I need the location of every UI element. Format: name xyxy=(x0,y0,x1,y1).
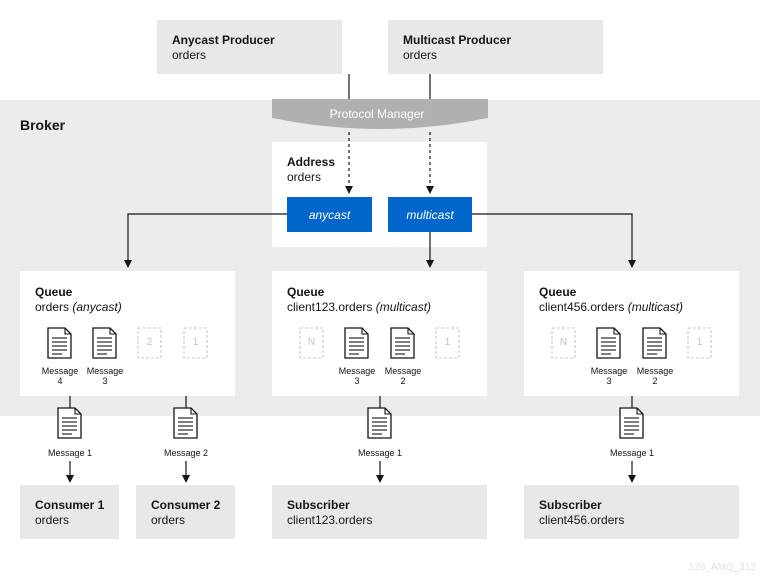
message-document-icon xyxy=(596,327,621,359)
producer-address: orders xyxy=(403,48,438,62)
delivered-message-icon xyxy=(367,407,392,439)
placeholder-number: 2 xyxy=(146,337,153,348)
producer-title: Anycast Producer xyxy=(172,33,275,47)
subscriber-address: client123.orders xyxy=(287,513,373,527)
message-document-icon xyxy=(642,327,667,359)
delivered-message-label: Message 1 xyxy=(47,448,93,458)
message-document-icon xyxy=(344,327,369,359)
consumer-title: Consumer 2 xyxy=(151,498,221,512)
queue-name: client123.orders xyxy=(287,300,376,314)
subscriber-title: Subscriber xyxy=(287,498,350,512)
protocol-manager-label: Protocol Manager xyxy=(330,107,425,121)
placeholder-number: N xyxy=(559,337,568,348)
producer-address: orders xyxy=(172,48,207,62)
figure-watermark: 126_AMQ_312 xyxy=(688,562,756,573)
placeholder-number: 1 xyxy=(192,337,199,348)
multicast-routing-box: multicast xyxy=(388,197,472,232)
queue-mode: (multicast) xyxy=(627,300,684,314)
queue-mode: (anycast) xyxy=(72,300,122,314)
delivered-message-icon xyxy=(173,407,198,439)
delivered-message-label: Message 2 xyxy=(163,448,209,458)
delivered-message-label: Message 1 xyxy=(609,448,655,458)
subscriber-address: client456.orders xyxy=(539,513,625,527)
subscriber-client123-box: Subscriber client123.orders xyxy=(272,485,487,539)
queue-title: Queue xyxy=(287,285,325,299)
message-document-icon xyxy=(47,327,72,359)
queue-name: client456.orders xyxy=(539,300,628,314)
producer-title: Multicast Producer xyxy=(403,33,512,47)
delivered-message-icon xyxy=(57,407,82,439)
placeholder-number: 1 xyxy=(696,337,703,348)
protocol-manager-shape xyxy=(272,99,488,129)
address-name: orders xyxy=(287,170,322,184)
message-document-icon xyxy=(92,327,117,359)
delivered-message-icon xyxy=(619,407,644,439)
subscriber-title: Subscriber xyxy=(539,498,602,512)
address-title: Address xyxy=(287,155,336,169)
placeholder-number: N xyxy=(307,337,316,348)
subscriber-client456-box: Subscriber client456.orders xyxy=(524,485,739,539)
consumer-title: Consumer 1 xyxy=(35,498,105,512)
queue-box-client456: Queue client456.orders (multicast) xyxy=(524,271,739,396)
queue-mode: (multicast) xyxy=(375,300,432,314)
queue-title: Queue xyxy=(35,285,73,299)
queue-box-client123: Queue client123.orders (multicast) xyxy=(272,271,487,396)
multicast-producer-box: Multicast Producer orders xyxy=(388,20,603,74)
broker-label: Broker xyxy=(20,117,66,133)
consumer-1-box: Consumer 1 orders xyxy=(20,485,119,539)
queue-name: orders xyxy=(35,300,73,314)
anycast-producer-box: Anycast Producer orders xyxy=(157,20,342,74)
message-document-icon xyxy=(390,327,415,359)
consumer-address: orders xyxy=(35,513,70,527)
anycast-routing-box: anycast xyxy=(287,197,372,232)
placeholder-number: 1 xyxy=(444,337,451,348)
consumer-address: orders xyxy=(151,513,186,527)
delivered-message-label: Message 1 xyxy=(357,448,403,458)
consumer-2-box: Consumer 2 orders xyxy=(136,485,235,539)
route-arrow xyxy=(472,213,636,268)
queue-title: Queue xyxy=(539,285,577,299)
route-arrow xyxy=(124,213,287,268)
